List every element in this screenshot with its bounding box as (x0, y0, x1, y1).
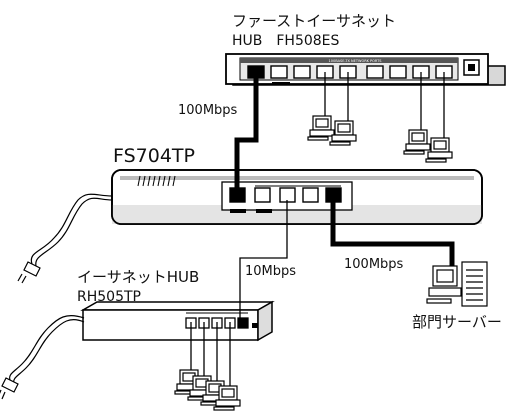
eth-hub-name-label: イーサネットHUB (77, 268, 200, 286)
workstation-icon (174, 369, 241, 411)
ethernet-hub (80, 300, 275, 342)
workstation-icon (403, 129, 453, 163)
server-cable-100mbps (330, 200, 455, 266)
server-name-label: 部門サーバー (412, 313, 502, 331)
power-cord-icon (17, 193, 113, 284)
fast-hub-model-label: HUB FH508ES (232, 33, 340, 49)
power-cord-icon (0, 315, 85, 400)
main-switch-model-label: FS704TP (113, 145, 195, 167)
eth-hub-link-speed-label: 10Mbps (245, 264, 297, 279)
workstation-icon (307, 115, 357, 146)
server-icon (426, 261, 488, 307)
uplink-cable-100mbps (234, 72, 259, 192)
cables (190, 72, 455, 388)
server-link-speed-label: 100Mbps (344, 257, 404, 272)
link-cable-10mbps (239, 200, 288, 322)
fast-ethernet-hub (225, 53, 506, 86)
eth-hub-model-label: RH505TP (77, 289, 141, 305)
fast-hub-panel-text: 100BASE-TX NETWORK PORTS (329, 59, 383, 63)
main-switch (111, 169, 483, 225)
fast-hub-name-label: ファーストイーサネット (232, 12, 396, 30)
switch-vents (137, 175, 176, 187)
uplink-speed-label: 100Mbps (178, 103, 238, 118)
